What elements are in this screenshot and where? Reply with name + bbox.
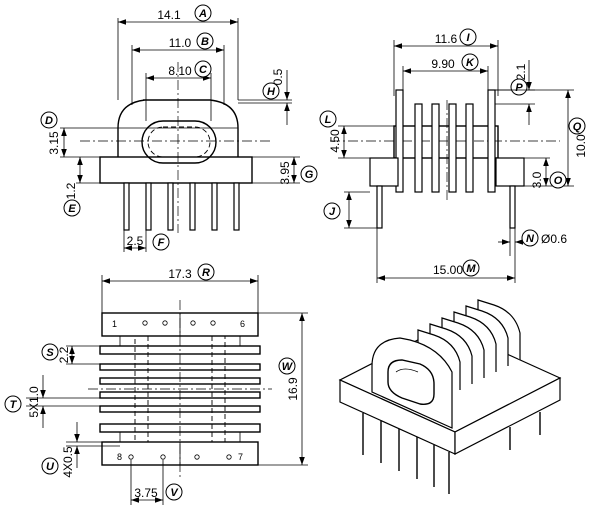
- dim-e-value: 1.2: [64, 182, 78, 199]
- dim-f-letter: F: [158, 237, 165, 249]
- dim-w-letter: W: [282, 361, 294, 373]
- front-view-core-window: [141, 120, 217, 164]
- pin-label-6: 6: [240, 319, 245, 329]
- pin-label-7: 7: [238, 452, 243, 462]
- dim-h-value: 0.5: [271, 68, 285, 85]
- dim-g-letter: G: [305, 169, 314, 181]
- front-view-body: [117, 99, 239, 157]
- dim-p-value: 2.1: [514, 63, 528, 80]
- isometric-flanges: [417, 299, 521, 390]
- dim-m-value: 15.00: [433, 263, 463, 277]
- isometric-front-flange: [371, 337, 453, 429]
- dim-n-letter: N: [526, 233, 535, 245]
- dim-m-letter: M: [466, 263, 476, 275]
- dim-h-letter: H: [267, 86, 276, 98]
- dim-l-value: 4.50: [328, 129, 342, 153]
- isometric-view: [338, 299, 562, 494]
- dim-c-value: 8.10: [168, 64, 192, 78]
- dim-q-letter: Q: [573, 121, 582, 133]
- dim-p-letter: P: [515, 82, 523, 94]
- dim-s-letter: S: [46, 347, 54, 359]
- pin-label-8: 8: [117, 452, 122, 462]
- dim-t-value: 5X1.0: [27, 386, 41, 418]
- isometric-pins: [362, 412, 541, 494]
- dim-v-value: 3.75: [134, 486, 158, 500]
- side-view-base-right: [495, 157, 525, 187]
- dim-r-letter: R: [202, 267, 210, 279]
- side-view-base-left: [369, 157, 399, 187]
- dim-w-value: 16.9: [286, 377, 300, 401]
- dim-a-letter: A: [198, 8, 207, 20]
- side-view-pin-right: [509, 185, 516, 229]
- dim-e-letter: E: [68, 203, 76, 215]
- dim-b-value: 11.0: [169, 36, 192, 50]
- dim-o-value: 3.0: [530, 171, 544, 188]
- dim-l-letter: L: [325, 114, 332, 126]
- side-view-pin-left: [376, 185, 383, 229]
- dim-j-letter: J: [329, 206, 336, 218]
- dim-a-value: 14.1: [157, 8, 181, 22]
- dim-r-value: 17.3: [168, 267, 192, 281]
- dim-k-value: 9.90: [431, 57, 455, 71]
- dim-u-value: 4X0.5: [61, 446, 75, 478]
- front-view: 14.1 A 11.0 B 8.10 C 3.15 D 1.2 E 2: [40, 4, 318, 252]
- dim-u-letter: U: [46, 461, 55, 473]
- dim-f-value: 2.5: [127, 234, 144, 248]
- dim-c-letter: C: [199, 64, 208, 76]
- pin-label-1: 1: [112, 319, 117, 329]
- side-view-flanges: [395, 89, 496, 193]
- dim-v-letter: V: [170, 487, 179, 499]
- dim-s-value: 2.2: [57, 346, 71, 363]
- front-view-base-flange: [99, 156, 253, 184]
- dim-t-letter: T: [10, 399, 18, 411]
- dim-d-value: 3.15: [47, 131, 61, 155]
- top-view-pin-holes: [128, 320, 232, 460]
- dim-i-value: 11.6: [435, 32, 458, 46]
- dim-b-letter: B: [201, 36, 209, 48]
- front-view-pins: [123, 182, 240, 231]
- dim-q-value: 10.0: [574, 134, 588, 158]
- dim-i-letter: I: [466, 32, 470, 44]
- top-view: 1 6 8 7 17.3 R 16.9 W 2.2 S 5X1.0 T: [4, 263, 308, 505]
- side-view-core-tube: [393, 125, 499, 159]
- dim-d-letter: D: [45, 115, 53, 127]
- side-view: 11.6 I 9.90 K 2.1 P 10.0 Q 4.50 L: [319, 28, 588, 283]
- dim-g-value: 3.95: [278, 161, 292, 185]
- dim-k-letter: K: [466, 57, 475, 69]
- dim-n-value: Ø0.6: [541, 232, 567, 246]
- dim-o-letter: O: [554, 175, 563, 187]
